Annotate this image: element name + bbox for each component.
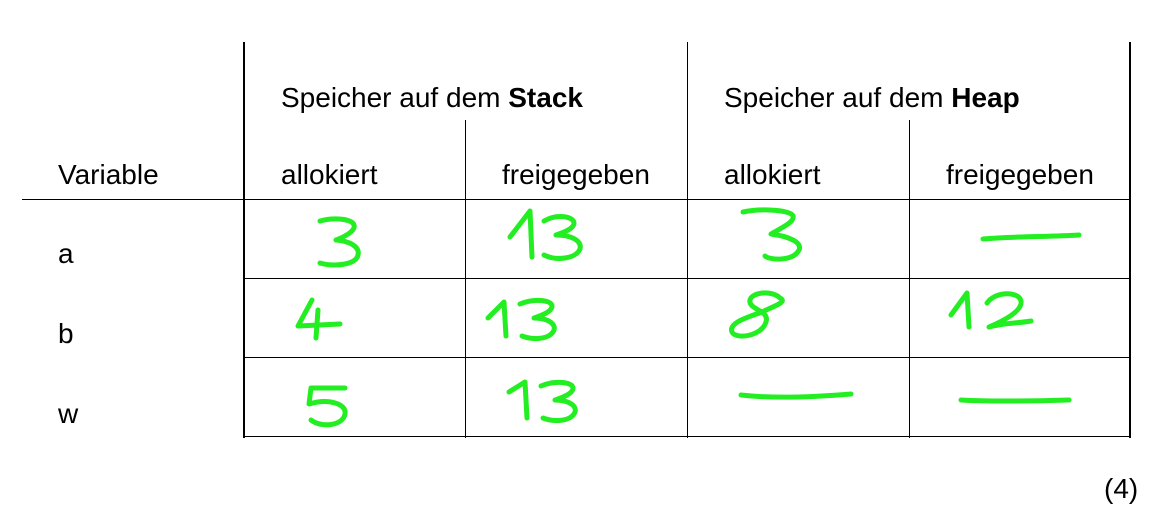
table-divider-heap-sub <box>909 120 910 438</box>
cell-b-stack-freed <box>482 292 572 344</box>
column-header-stack-allocated: allokiert <box>281 159 378 190</box>
table-row-rule <box>243 357 1131 358</box>
heap-group-header: Speicher auf dem Heap <box>724 84 1020 112</box>
stack-header-prefix: Speicher auf dem <box>281 82 509 113</box>
row-label-b: b <box>58 318 74 349</box>
table-divider-right <box>1129 42 1131 438</box>
column-header-variable: Variable <box>58 159 159 190</box>
cell-w-stack-allocated <box>295 380 365 432</box>
cell-a-stack-allocated <box>310 213 370 273</box>
cell-b-heap-allocated <box>722 288 802 348</box>
cell-w-heap-allocated <box>735 383 857 407</box>
row-label-w: w <box>58 398 79 429</box>
cell-a-stack-freed <box>500 203 600 265</box>
table-divider-left <box>243 42 245 438</box>
heap-header-prefix: Speicher auf dem <box>724 82 952 113</box>
cell-a-heap-freed <box>975 225 1085 249</box>
stack-group-header: Speicher auf dem Stack <box>281 84 583 112</box>
table-header-rule <box>22 199 1131 200</box>
table-divider-stack-sub <box>465 120 466 438</box>
column-header-heap-freed: freigegeben <box>946 159 1094 190</box>
heap-header-bold: Heap <box>951 82 1020 113</box>
row-label-a: a <box>58 238 74 269</box>
table-bottom-rule <box>243 436 1131 437</box>
stack-header-bold: Stack <box>508 82 583 113</box>
cell-a-heap-allocated <box>735 204 815 266</box>
table-divider-stack-heap <box>687 42 688 438</box>
cell-w-stack-freed <box>503 374 593 426</box>
cell-b-heap-freed <box>945 285 1045 337</box>
column-header-stack-freed: freigegeben <box>502 159 650 190</box>
table-row-rule <box>243 278 1131 279</box>
cell-b-stack-allocated <box>290 296 350 344</box>
column-header-heap-allocated: allokiert <box>724 159 821 190</box>
cell-w-heap-freed <box>955 388 1077 412</box>
points-label: (4) <box>1104 473 1139 504</box>
